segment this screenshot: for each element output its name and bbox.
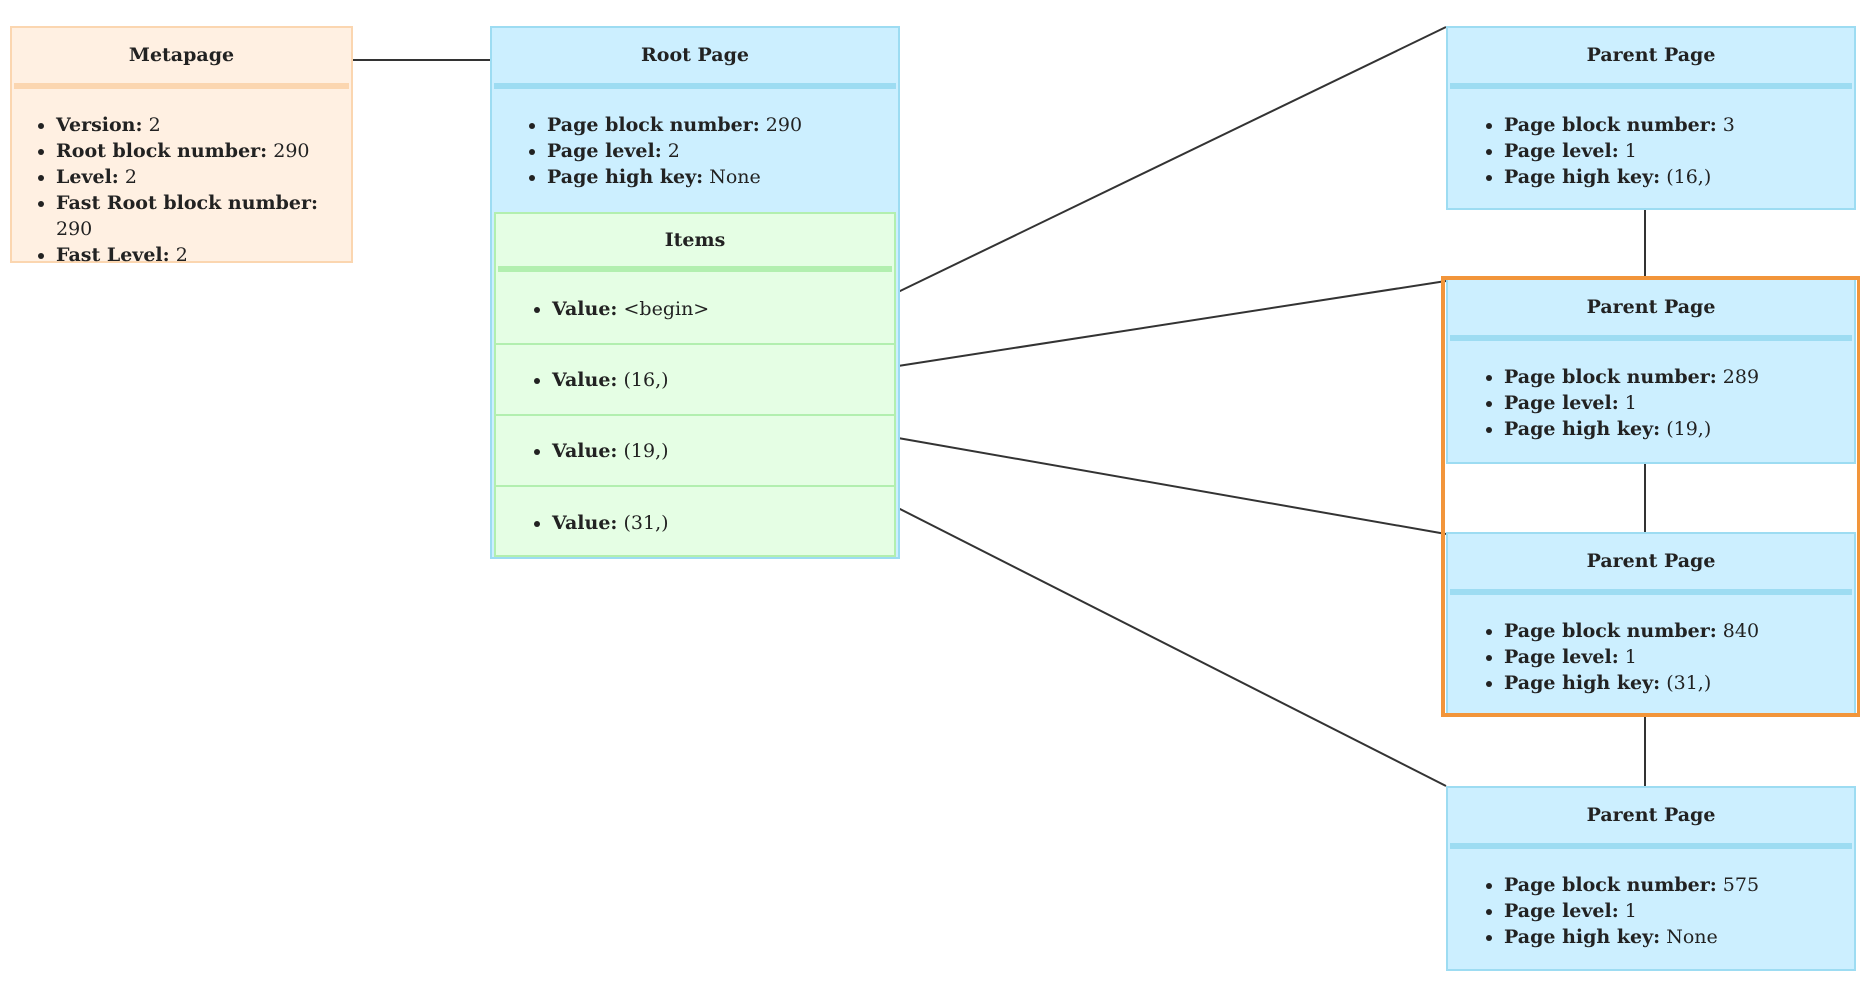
parent-page-prop: Page level: 1 [1504, 898, 1854, 924]
root-page-box: Root Page Page block number: 290 Page le… [490, 26, 900, 559]
item-value: Value: (31,) [552, 512, 669, 534]
parent-page-title: Parent Page [1450, 28, 1852, 89]
parent-page-prop: Page high key: (16,) [1504, 164, 1854, 190]
edge-item-16-parent-289 [897, 280, 1447, 367]
parent-page-prop: Page level: 1 [1504, 138, 1854, 164]
item-row: Value: (16,) [496, 345, 894, 416]
root-page-props: Page block number: 290 Page level: 2 Pag… [492, 112, 898, 190]
items-box: Items Value: <begin> Value: (16,) Value:… [494, 212, 896, 557]
items-title: Items [498, 214, 892, 272]
parent-page-box: Parent Page Page block number: 840 Page … [1446, 532, 1856, 716]
root-page-title: Root Page [494, 28, 896, 89]
edge-item-begin-parent-3 [897, 26, 1447, 293]
metapage-props: Version: 2 Root block number: 290 Level:… [12, 112, 351, 268]
metapage-prop: Fast Level: 2 [56, 242, 351, 268]
parent-page-prop: Page high key: None [1504, 924, 1854, 950]
item-value: Value: <begin> [552, 298, 709, 320]
root-page-prop: Page high key: None [547, 164, 898, 190]
parent-page-title: Parent Page [1450, 788, 1852, 849]
parent-page-title: Parent Page [1450, 534, 1852, 595]
edge-item-19-parent-840 [897, 437, 1447, 535]
parent-page-props: Page block number: 575 Page level: 1 Pag… [1448, 872, 1854, 950]
root-page-prop: Page level: 2 [547, 138, 898, 164]
item-value: Value: (19,) [552, 440, 669, 462]
parent-page-props: Page block number: 840 Page level: 1 Pag… [1448, 618, 1854, 696]
parent-page-prop: Page block number: 289 [1504, 364, 1854, 390]
metapage-prop: Root block number: 290 [56, 138, 351, 164]
item-row: Value: <begin> [496, 274, 894, 345]
item-value: Value: (16,) [552, 369, 669, 391]
parent-page-prop: Page level: 1 [1504, 644, 1854, 670]
parent-page-prop: Page high key: (31,) [1504, 670, 1854, 696]
item-row: Value: (31,) [496, 487, 894, 558]
metapage-prop: Fast Root block number: 290 [56, 190, 351, 242]
metapage-prop: Version: 2 [56, 112, 351, 138]
parent-page-box: Parent Page Page block number: 3 Page le… [1446, 26, 1856, 210]
root-page-prop: Page block number: 290 [547, 112, 898, 138]
metapage-box: Metapage Version: 2 Root block number: 2… [10, 26, 353, 266]
selection-highlight [1441, 276, 1860, 717]
parent-page-prop: Page block number: 840 [1504, 618, 1854, 644]
parent-page-props: Page block number: 3 Page level: 1 Page … [1448, 112, 1854, 190]
edge-item-31-parent-575 [897, 507, 1447, 787]
parent-page-prop: Page level: 1 [1504, 390, 1854, 416]
item-row: Value: (19,) [496, 416, 894, 487]
parent-page-box: Parent Page Page block number: 575 Page … [1446, 786, 1856, 971]
parent-page-prop: Page block number: 575 [1504, 872, 1854, 898]
parent-page-prop: Page high key: (19,) [1504, 416, 1854, 442]
parent-page-props: Page block number: 289 Page level: 1 Pag… [1448, 364, 1854, 442]
metapage-prop: Level: 2 [56, 164, 351, 190]
metapage-title: Metapage [14, 28, 349, 89]
parent-page-prop: Page block number: 3 [1504, 112, 1854, 138]
parent-page-title: Parent Page [1450, 280, 1852, 341]
